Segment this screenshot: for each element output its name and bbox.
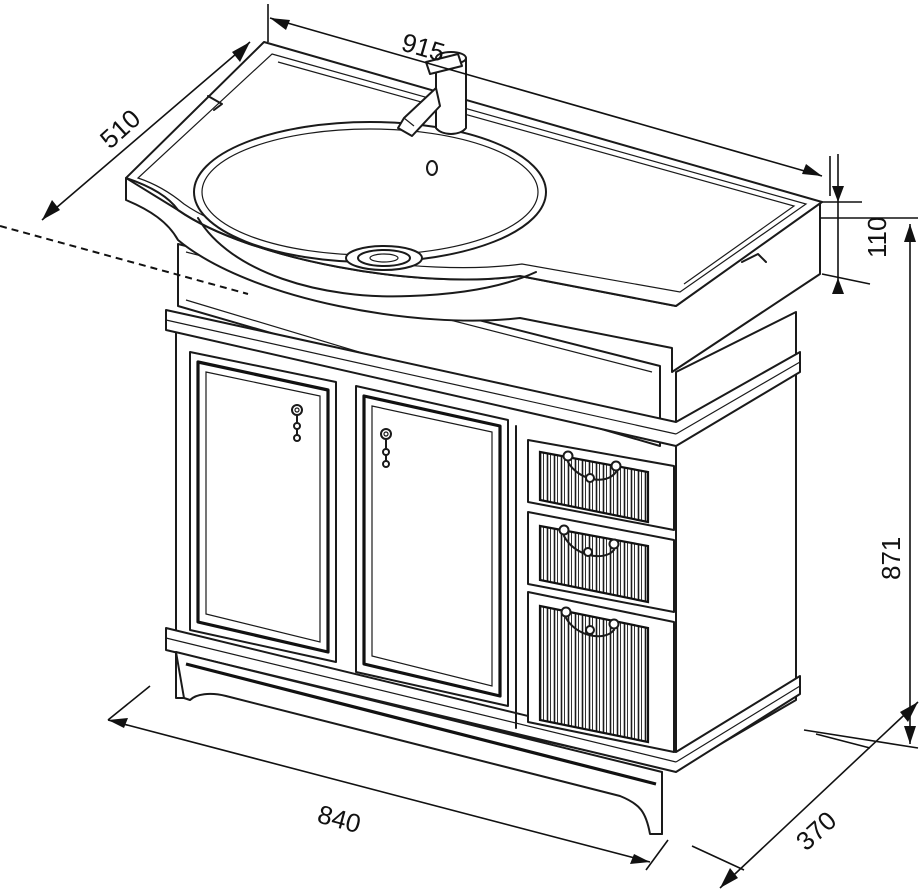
drawer-top-handle-icon	[562, 450, 622, 483]
drawer-top	[527, 439, 675, 531]
drain-icon	[345, 245, 423, 271]
overflow-hole-icon	[426, 160, 438, 176]
cabinet-height-label: 871	[876, 537, 906, 580]
drawer-bottom	[527, 591, 675, 753]
right-door	[355, 385, 509, 707]
bottom-rail	[165, 627, 801, 773]
drawer-bottom-handle-icon	[560, 606, 620, 638]
sink-height-label: 110	[862, 217, 892, 258]
dimension-cabinet-height: 871	[803, 217, 919, 749]
cabinet-depth-label: 370	[790, 805, 842, 856]
left-door-knob-icon	[291, 404, 303, 442]
sink-width-label: 915	[398, 27, 448, 68]
sink-depth-label: 510	[94, 103, 146, 154]
drawer-middle-handle-icon	[558, 524, 620, 558]
washbasin	[125, 41, 823, 373]
dimension-sink-height: 110	[821, 154, 892, 294]
left-door	[189, 351, 337, 663]
top-rail	[165, 309, 801, 447]
washbasin-bowl	[193, 121, 547, 263]
cabinet-width-label: 840	[314, 799, 364, 839]
faucet-icon	[397, 51, 467, 137]
drawer-middle	[527, 511, 675, 613]
right-door-knob-icon	[380, 428, 392, 468]
plinth	[175, 651, 663, 835]
drain-centerline	[0, 225, 249, 295]
